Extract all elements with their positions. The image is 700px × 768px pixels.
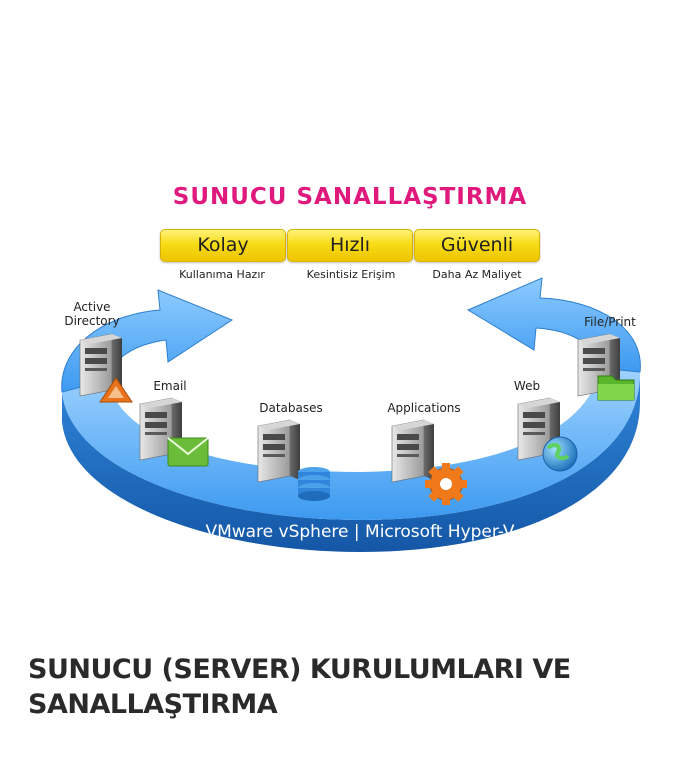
ring-top [62,368,640,520]
label-databases: Databases [259,401,323,415]
label-applications: Applications [387,401,461,415]
pill-hizli: Hızlı [287,229,413,262]
pill-guvenli-sub: Daha Az Maliyet [432,268,522,281]
pill-kolay-sub: Kullanıma Hazır [179,268,265,281]
label-web: Web [513,379,541,393]
pill-guvenli: Güvenli [414,229,540,262]
pill-hizli-label: Hızlı [329,234,371,256]
label-email: Email [153,379,187,393]
pill-kolay-label: Kolay [197,234,249,256]
svg-text:VMware vSphere | Microsoft H: VMware vSphere | Microsoft Hyper-V [205,522,514,542]
file-print-server [577,333,635,401]
web-server [517,397,578,472]
label-file-print: File/Print [584,315,636,329]
databases-server [257,419,330,501]
page-heading-line2: SANALLAŞTIRMA [28,689,278,720]
active-directory-server [79,333,133,403]
pill-hizli-sub: Kesintisiz Erişim [306,268,396,281]
ring-text: VMware vSphere | Microsoft Hyper-V [205,522,514,542]
ring-side [62,372,640,552]
pill-guvenli-label: Güvenli [440,234,514,256]
email-server [139,397,209,467]
page-heading: SUNUCU (SERVER) KURULUMLARI VE SANALLAŞT… [28,652,668,722]
diagram-title: SUNUCU SANALLAŞTIRMA [172,184,528,210]
label-active-directory: Active Directory [64,300,120,328]
pill-kolay: Kolay [160,229,286,262]
page-heading-line1: SUNUCU (SERVER) KURULUMLARI VE [28,654,571,685]
